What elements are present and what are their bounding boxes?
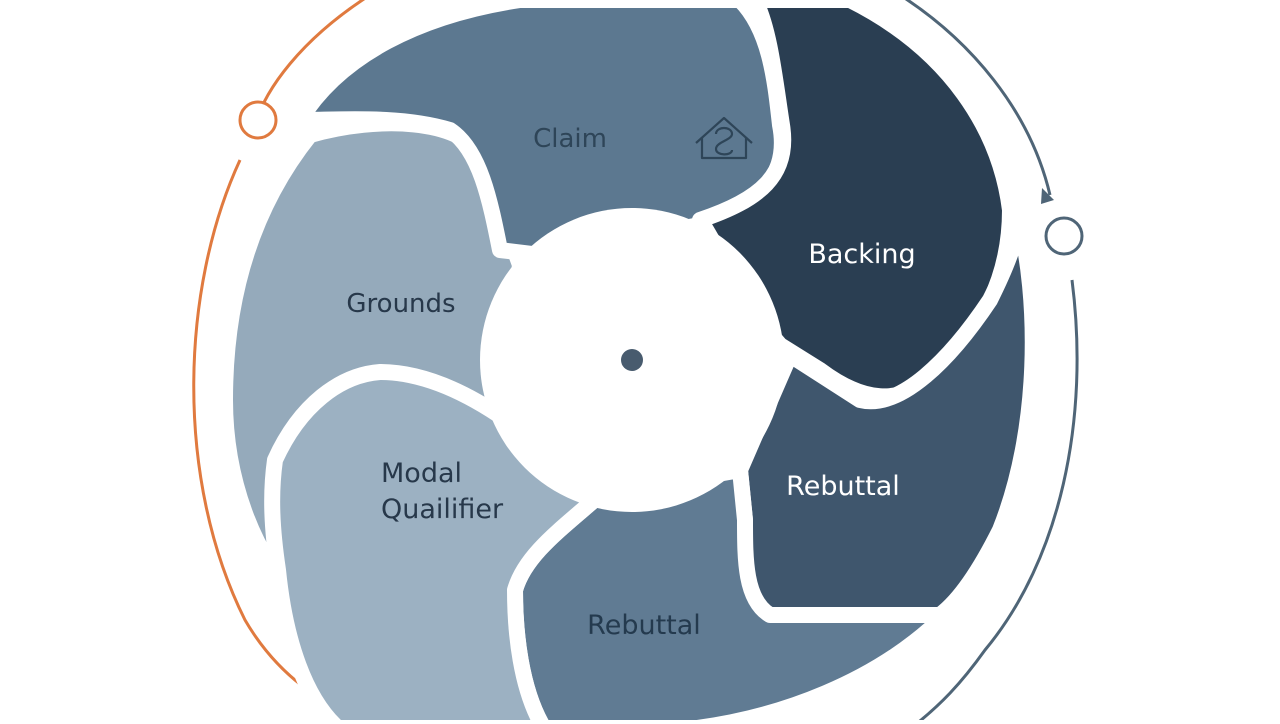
orbit-node-left [238, 100, 278, 140]
label-rebuttal-right: Rebuttal [786, 471, 900, 502]
label-qualifier: Quailifier [381, 494, 504, 525]
outer-arc-right [904, 0, 1079, 724]
label-rebuttal-bottom: Rebuttal [587, 610, 701, 641]
label-grounds: Grounds [346, 289, 455, 319]
orbit-node-right [1044, 216, 1084, 256]
label-claim: Claim [533, 124, 607, 154]
home-icon [695, 116, 753, 160]
arc-arrowhead [1041, 188, 1054, 204]
label-modal: Modal [381, 458, 462, 489]
label-backing: Backing [808, 239, 915, 270]
center-dot [621, 349, 643, 371]
